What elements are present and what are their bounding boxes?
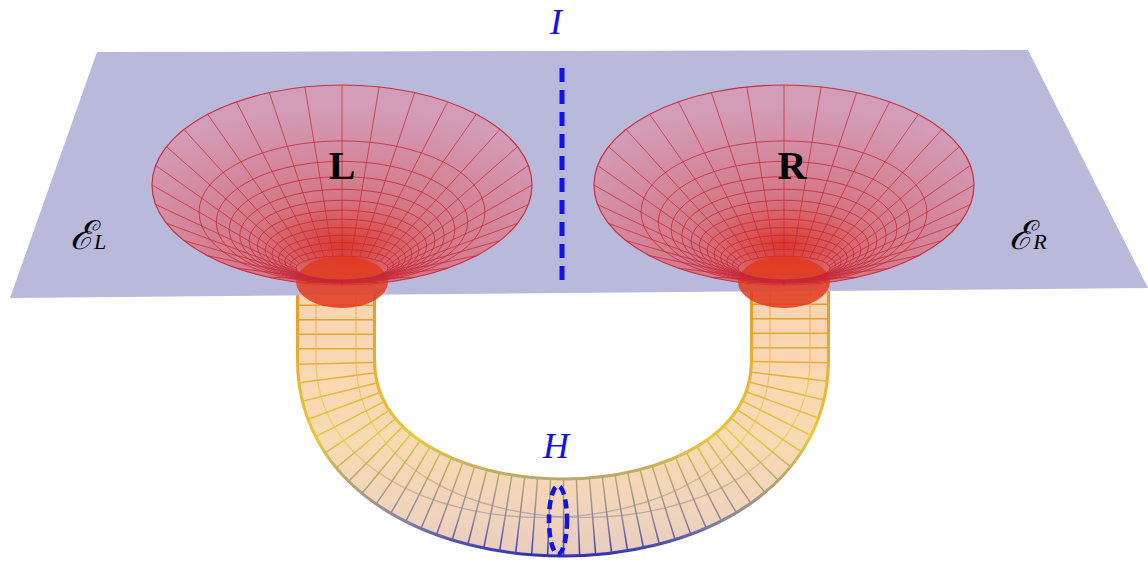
funnel-meridian bbox=[269, 93, 324, 257]
mouth-label: L bbox=[329, 146, 356, 186]
funnel-meridian bbox=[236, 102, 316, 258]
funnel-meridian bbox=[829, 205, 970, 271]
funnel-meridian bbox=[156, 205, 297, 271]
funnel-meridian bbox=[810, 268, 890, 278]
exterior-label: ℰL bbox=[70, 216, 106, 256]
funnel-rim bbox=[152, 85, 532, 285]
funnel-meridian bbox=[360, 277, 415, 279]
funnel-rim bbox=[594, 85, 974, 285]
funnel-meridian bbox=[156, 166, 297, 266]
funnel-meridian bbox=[598, 205, 739, 271]
funnel-meridian bbox=[380, 129, 500, 261]
surface-label: I bbox=[550, 4, 562, 40]
funnel-meridian bbox=[650, 114, 752, 259]
exterior-label: ℰR bbox=[1009, 216, 1046, 256]
wormhole-tube bbox=[316, 290, 810, 518]
mouth-label: R bbox=[778, 146, 807, 186]
embedding-plane bbox=[10, 50, 1148, 298]
funnel-ring bbox=[296, 256, 388, 280]
funnel-meridian bbox=[305, 280, 333, 283]
funnel-meridian bbox=[385, 223, 518, 272]
funnel-meridian bbox=[827, 147, 960, 264]
funnel-meridian bbox=[368, 268, 448, 278]
funnel-meridian bbox=[609, 147, 742, 264]
funnel-ring bbox=[738, 256, 830, 280]
funnel-meridian bbox=[626, 129, 746, 261]
funnel-meridian bbox=[208, 114, 310, 259]
funnel-grid bbox=[152, 85, 532, 308]
funnel-meridian bbox=[810, 102, 890, 258]
funnel-meridian bbox=[678, 102, 758, 258]
funnel-meridian bbox=[822, 129, 942, 261]
funnel-meridian bbox=[802, 277, 857, 279]
dashed-surface-I bbox=[560, 68, 565, 284]
funnel-meridian bbox=[387, 205, 528, 271]
funnel-meridian bbox=[167, 147, 300, 264]
funnel-meridian bbox=[387, 166, 528, 266]
funnel-meridian bbox=[829, 166, 970, 266]
funnel-meridian bbox=[609, 223, 742, 272]
dashed-surface-H bbox=[549, 486, 567, 554]
funnel-meridian bbox=[167, 223, 300, 272]
funnel-meridian bbox=[784, 280, 785, 285]
funnel-meridian bbox=[817, 114, 919, 259]
funnel-meridian bbox=[747, 280, 775, 283]
funnel-meridian bbox=[385, 147, 518, 264]
surface-label: H bbox=[543, 428, 569, 464]
funnel-meridian bbox=[793, 280, 821, 283]
funnel-grid bbox=[594, 85, 974, 308]
funnel-meridian bbox=[351, 280, 379, 283]
funnel-meridian bbox=[375, 114, 477, 259]
funnel-meridian bbox=[747, 87, 775, 256]
funnel-meridian bbox=[342, 280, 343, 285]
funnel-meridian bbox=[368, 102, 448, 258]
funnel-meridian bbox=[598, 166, 739, 266]
funnel-meridian bbox=[711, 93, 766, 257]
funnel-meridian bbox=[827, 223, 960, 272]
funnel-meridian bbox=[184, 129, 304, 261]
